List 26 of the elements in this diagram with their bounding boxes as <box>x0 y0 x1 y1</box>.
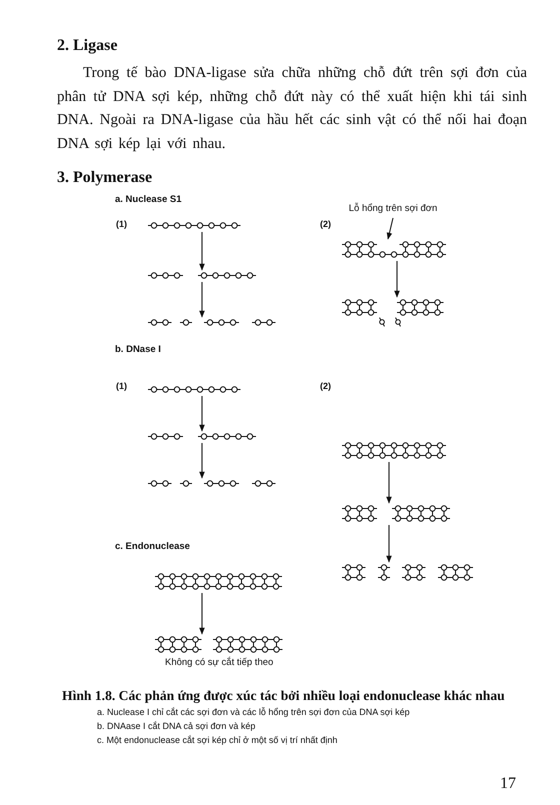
panel-number: (1) <box>116 381 128 392</box>
panel-number: (1) <box>116 219 128 230</box>
leader-line <box>386 218 394 240</box>
callout-text: Lỗ hổng trên sợi đơn <box>348 203 438 214</box>
panel-title: b. DNase I <box>115 344 162 356</box>
arrow <box>199 592 205 635</box>
panel-title: c. Endonuclease <box>115 541 191 553</box>
panel-number: (2) <box>320 219 332 230</box>
caption-note: b. DNAase I cắt DNA cả sợi đơn và kép <box>97 721 256 732</box>
arrow <box>394 260 400 298</box>
arrow <box>199 232 205 271</box>
figure-caption: Hình 1.8. Các phản ứng được xúc tác bởi nhiều loại endonuclease khác nhau <box>62 688 506 704</box>
page-number: 17 <box>500 774 517 794</box>
panel-title: a. Nuclease S1 <box>115 194 183 206</box>
note-text: Không có sự cắt tiếp theo <box>165 657 274 668</box>
caption-note: a. Nuclease I chỉ cắt các sợi đơn và các lỗ hổng trên sợi đơn của DNA sợi kép <box>97 707 411 718</box>
section-heading: 3. Polymerase <box>57 168 154 188</box>
panel-number: (2) <box>320 381 332 392</box>
arrow <box>386 524 392 563</box>
caption-note: c. Một endonuclease cắt sợi kép chỉ ở một số vị trí nhất định <box>97 735 338 746</box>
arrow <box>199 396 205 432</box>
arrow <box>199 442 205 479</box>
paragraph: Trong tế bào DNA-ligase sửa chữa những chỗ đứt trên sợi đơn của phân tử DNA sợi kép, những chỗ đứt này có thể xuất hiện khi tái sinh DNA. Ngoài ra DNA-ligase của hầu hết các sinh vật có thể nối hai đoạn DNA sợi kép lại với nhau. <box>57 64 527 154</box>
section-heading: 2. Ligase <box>57 36 118 56</box>
arrow <box>386 462 392 504</box>
arrow <box>199 282 205 318</box>
